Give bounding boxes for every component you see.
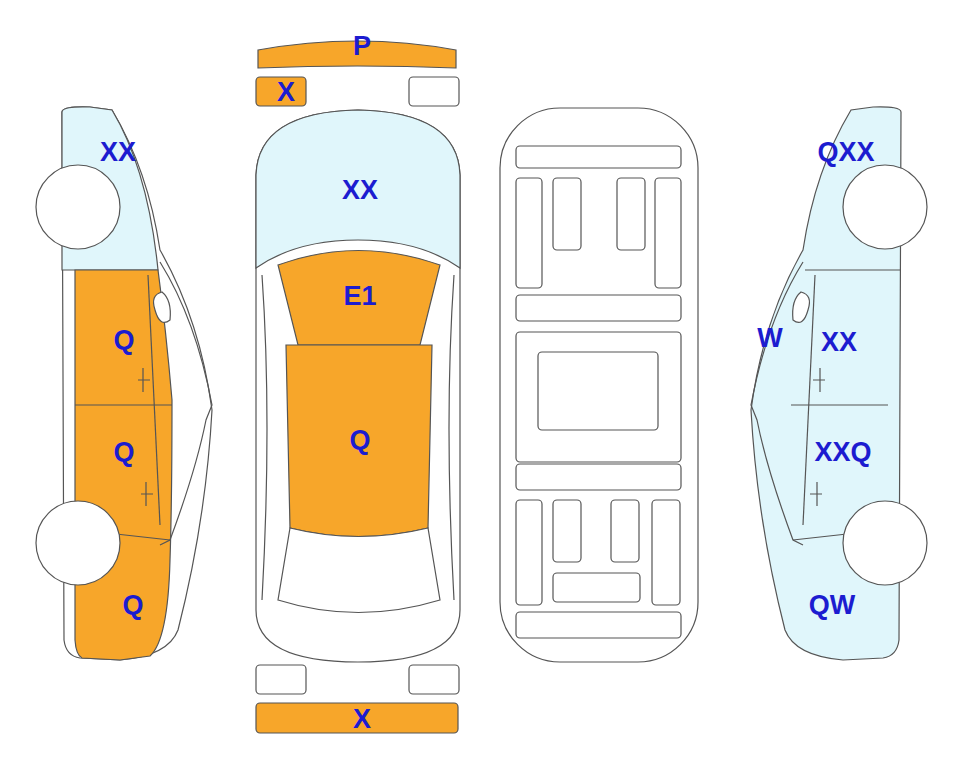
damage-code: QXX: [817, 139, 874, 166]
mirror: [793, 292, 810, 322]
door-handle: [141, 482, 153, 506]
panel: [655, 178, 681, 288]
panel: [611, 500, 639, 562]
body-outline: [256, 110, 460, 662]
rear-light: [256, 665, 306, 694]
underbody: [500, 108, 698, 662]
panel: [553, 500, 581, 562]
rear-bumper: [256, 703, 458, 733]
top-view: [256, 41, 460, 733]
panel: [553, 573, 640, 602]
door-handle: [810, 482, 822, 506]
hood: [256, 110, 460, 268]
panel: [553, 178, 581, 250]
roof: [286, 345, 432, 537]
mirror: [154, 292, 171, 322]
door-handle: [138, 368, 150, 392]
damage-code: Q: [122, 592, 143, 619]
wheel: [843, 501, 927, 585]
damage-code: XX: [821, 329, 857, 356]
front-light: [256, 77, 306, 106]
panel: [617, 178, 645, 250]
damage-code: Q: [113, 439, 134, 466]
right-side-view: [751, 107, 927, 660]
door-handle: [813, 368, 825, 392]
panel: [652, 500, 680, 605]
left-side-view: [36, 107, 212, 660]
front-light: [409, 77, 459, 106]
damage-code: XX: [342, 177, 378, 204]
rear-window: [278, 528, 440, 613]
damage-code: Q: [349, 427, 370, 454]
door-line: [75, 404, 172, 405]
wheel: [36, 165, 120, 249]
damage-code: W: [757, 325, 782, 352]
fender-line: [805, 269, 901, 270]
damage-code: X: [277, 79, 295, 106]
rear-light: [409, 665, 459, 694]
door-line: [791, 404, 888, 405]
panel: [516, 332, 681, 462]
wheel: [843, 165, 927, 249]
doors-quarter: [75, 270, 172, 660]
panel: [516, 178, 542, 288]
damage-code: X: [353, 706, 371, 733]
underside-view: [500, 108, 698, 662]
panel: [516, 146, 681, 168]
windshield: [278, 251, 440, 346]
wheel: [36, 501, 120, 585]
damage-code: E1: [343, 283, 376, 310]
damage-code: Q: [113, 327, 134, 354]
damage-code: XXQ: [814, 439, 871, 466]
panel: [516, 464, 681, 490]
damage-code: QW: [809, 592, 856, 619]
panel: [516, 295, 681, 321]
panel: [538, 352, 658, 430]
damage-code: XX: [100, 139, 136, 166]
panel: [516, 500, 542, 605]
damage-code: P: [353, 33, 371, 60]
panel: [516, 612, 681, 638]
